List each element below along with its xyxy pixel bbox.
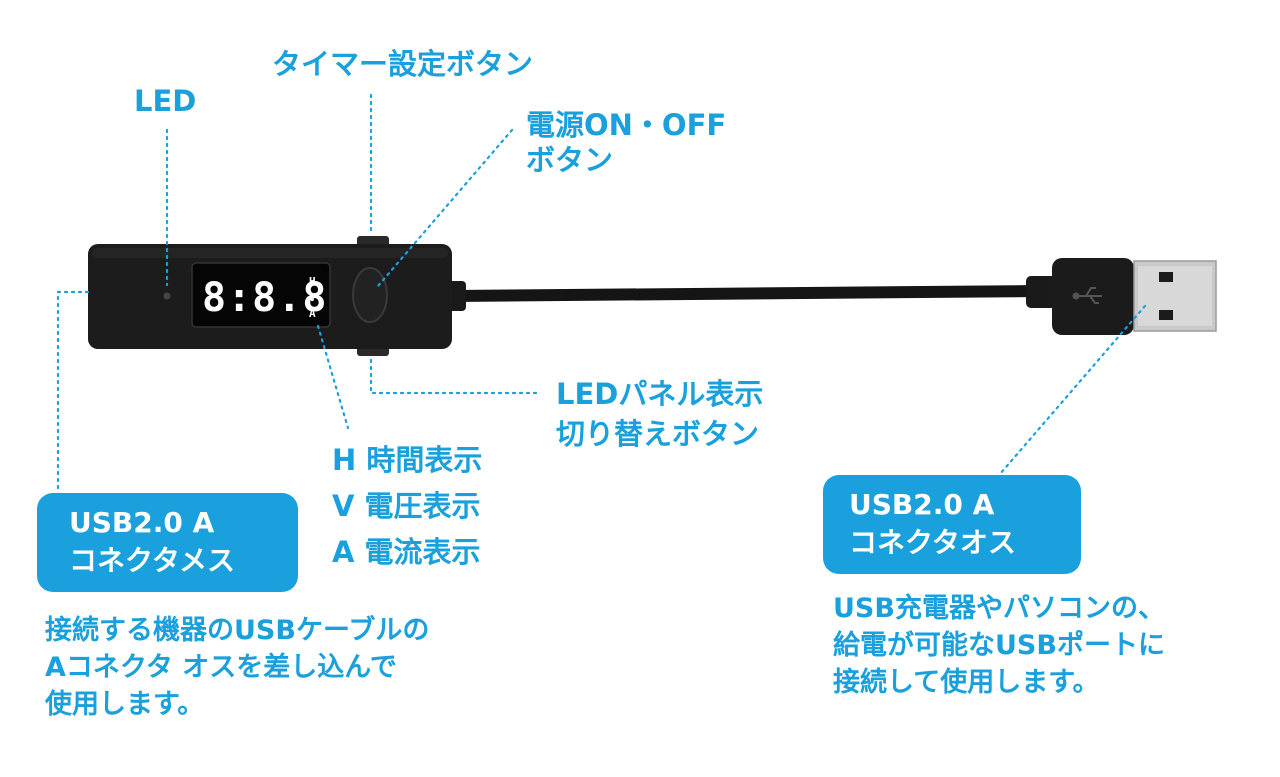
label-power-line2: ボタン — [526, 143, 614, 177]
label-power-line1: 電源ON・OFF — [526, 108, 727, 142]
desc-usb-male: USB充電器やパソコンの、 給電が可能なUSBポートに 接続して使用します。 — [833, 590, 1165, 701]
badge-female-line1: USB2.0 A — [69, 506, 215, 539]
label-hva-a: A 電流表示 — [332, 535, 481, 569]
label-led: LED — [134, 84, 197, 118]
desc-female-line3: 使用します。 — [45, 689, 205, 720]
label-panel-line2: 切り替えボタン — [556, 417, 760, 451]
label-hva-h: H 時間表示 — [332, 443, 483, 477]
label-hva: H 時間表示 V 電圧表示 A 電流表示 — [332, 437, 482, 575]
desc-female-line1: 接続する機器のUSBケーブルの — [45, 615, 430, 646]
leader-female — [56, 290, 90, 492]
leader-male — [998, 304, 1147, 476]
indicator-a: A — [309, 307, 316, 320]
label-panel-line1: LEDパネル表示 — [556, 377, 764, 411]
display-digits: 8:8.8 — [202, 275, 327, 321]
label-hva-v: V 電圧表示 — [332, 489, 481, 523]
desc-male-line2: 給電が可能なUSBポートに — [833, 630, 1165, 661]
indicator-h: H — [309, 275, 316, 288]
strain-relief-right — [1026, 276, 1056, 308]
label-power-button: 電源ON・OFF ボタン — [526, 108, 726, 178]
desc-male-line3: 接続して使用します。 — [833, 667, 1100, 698]
label-timer-button: タイマー設定ボタン — [272, 47, 534, 81]
leader-panel — [369, 358, 542, 395]
badge-usb-female: USB2.0 A コネクタメス — [37, 493, 298, 592]
desc-usb-female: 接続する機器のUSBケーブルの Aコネクタ オスを差し込んで 使用します。 — [45, 612, 429, 723]
badge-male-line1: USB2.0 A — [849, 488, 995, 521]
label-panel-switch: LEDパネル表示 切り替えボタン — [556, 374, 763, 454]
badge-usb-male: USB2.0 A コネクタオス — [823, 475, 1081, 574]
display-window — [191, 262, 331, 328]
leader-power — [376, 128, 514, 288]
usb-symbol-icon — [1072, 287, 1102, 304]
desc-male-line1: USB充電器やパソコンの、 — [833, 593, 1165, 624]
led-indicator — [163, 292, 171, 300]
badge-female-line2: コネクタメス — [69, 544, 236, 577]
power-button — [352, 267, 388, 323]
cable — [446, 285, 1046, 302]
badge-male-line2: コネクタオス — [849, 526, 1016, 559]
indicator-v: V — [309, 291, 316, 304]
desc-female-line2: Aコネクタ オスを差し込んで — [45, 652, 397, 683]
